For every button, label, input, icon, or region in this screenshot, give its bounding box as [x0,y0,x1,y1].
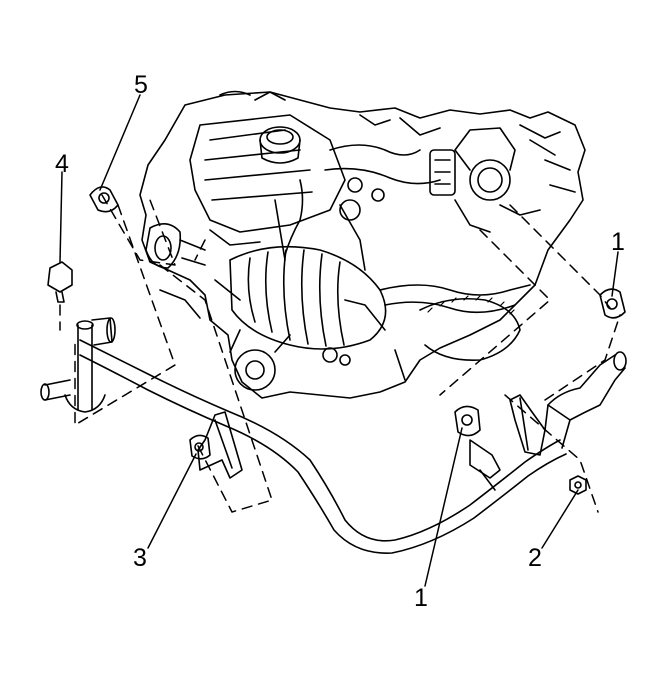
callout-5: 5 [134,71,148,99]
callout-4: 4 [55,150,69,178]
pulley [234,349,276,391]
clamp-3 [189,434,211,460]
intake-tube [229,245,387,350]
fasteners [47,186,626,495]
left-tee-fitting [91,317,113,346]
throttle-body [469,159,511,201]
callout-3: 3 [133,544,147,572]
clamp-1-upper [599,288,626,319]
callout-2: 2 [528,544,542,572]
coolant-pipe-assembly [40,317,627,554]
engine-outline [139,91,586,399]
coolant-pipe-upper-edge [79,339,561,542]
bracket-2 [509,394,546,456]
bracket-3 [197,411,243,479]
flywheel [419,297,521,362]
bolt-4 [47,261,73,293]
clamp-5 [89,186,119,213]
dashed-leaders [59,194,621,513]
right-outlet-pipe [544,354,626,449]
callout-leaders [59,94,619,587]
valve-cover [189,114,346,233]
callout-1-lower: 1 [414,584,428,612]
callout-1-upper: 1 [611,228,625,256]
nut-2 [569,475,587,495]
coolant-pipe-lower-edge [79,354,567,554]
engine-assembly [139,90,586,399]
clamp-1-lower [454,405,481,437]
